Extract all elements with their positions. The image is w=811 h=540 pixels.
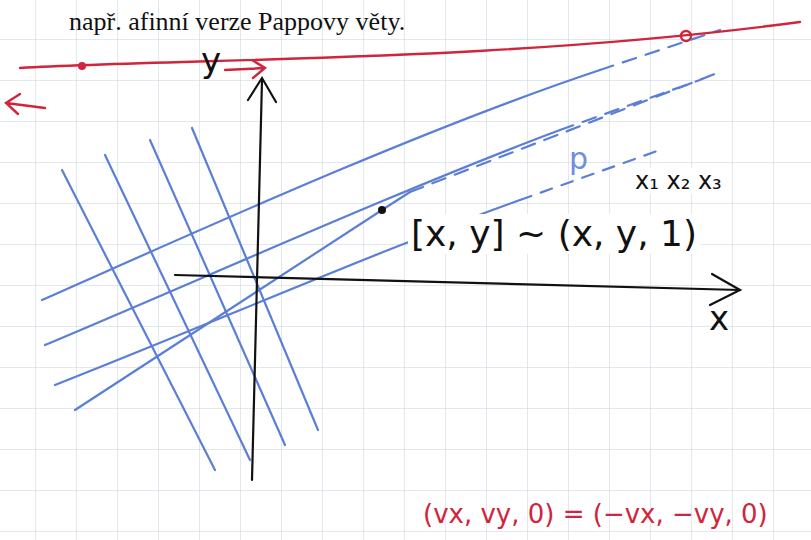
red-dot: [78, 62, 86, 70]
homogeneous-coords: [x, y] ~ (x, y, 1): [408, 214, 700, 254]
point: [378, 206, 386, 214]
direction-equation: (vx, vy, 0) = (−vx, −vy, 0): [420, 500, 771, 529]
line-family-a: [42, 30, 720, 410]
red-dot: [681, 31, 691, 41]
axis-label: x: [706, 300, 732, 337]
axes: [175, 78, 740, 480]
space-label: p: [566, 142, 591, 175]
axis-label: y: [198, 42, 224, 79]
note-text: např. afinní verze Pappovy věty.: [66, 8, 408, 37]
line-family-b: [62, 128, 318, 470]
red-arrow: [225, 60, 265, 78]
coordinate-names: x₁ x₂ x₃: [632, 168, 725, 194]
red-arrow: [6, 94, 45, 114]
